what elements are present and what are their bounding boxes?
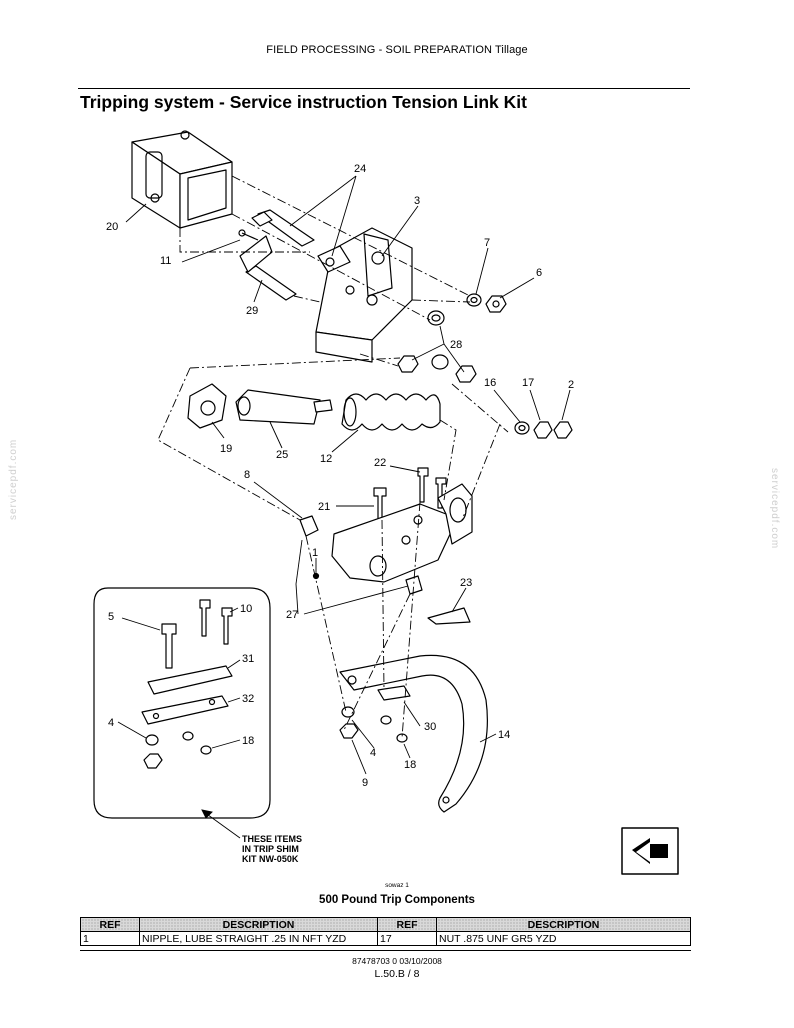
figure-id: sowaz 1: [385, 882, 409, 889]
callout-8: 8: [244, 469, 250, 481]
bracket-3-part: [315, 227, 413, 363]
callout-2: 2: [568, 379, 574, 391]
col-header-ref: REF: [80, 917, 140, 932]
callout-17: 17: [522, 377, 534, 389]
trip-body-part: [299, 483, 473, 595]
shank-14-part: [339, 654, 488, 813]
col-header-description-2: DESCRIPTION: [436, 917, 691, 932]
page-header: FIELD PROCESSING - SOIL PREPARATION Till…: [266, 44, 528, 56]
callout-31: 31: [242, 653, 254, 665]
nut-washer-set-upper: [397, 293, 507, 383]
table-header-row: REF DESCRIPTION REF DESCRIPTION: [80, 917, 691, 932]
bolt-24-part: [251, 209, 315, 247]
callout-18-inset: 18: [242, 735, 254, 747]
callout-10: 10: [240, 603, 252, 615]
footer-rule: [80, 950, 691, 951]
table-row: 1 NIPPLE, LUBE STRAIGHT .25 IN NFT YZD 1…: [80, 931, 691, 946]
cell-ref-2: 17: [377, 931, 437, 946]
cell-description-2: NUT .875 UNF GR5 YZD: [436, 931, 691, 946]
callout-1: 1: [312, 547, 318, 559]
col-header-description: DESCRIPTION: [139, 917, 378, 932]
parts-table: REF DESCRIPTION REF DESCRIPTION 1 NIPPLE…: [80, 917, 691, 946]
callout-3: 3: [414, 195, 420, 207]
col-header-ref-2: REF: [377, 917, 437, 932]
page-number: L.50.B / 8: [374, 968, 420, 980]
callout-30: 30: [424, 721, 436, 733]
callout-28: 28: [450, 339, 462, 351]
callout-6: 6: [536, 267, 542, 279]
callout-16: 16: [484, 377, 496, 389]
cell-ref: 1: [80, 931, 140, 946]
callout-7: 7: [484, 237, 490, 249]
callout-5: 5: [108, 611, 114, 623]
callout-11: 11: [160, 255, 171, 267]
shim-30-part: [339, 685, 411, 743]
header-rule: [78, 88, 690, 89]
mount-bracket-part: [131, 130, 233, 229]
callout-12: 12: [320, 453, 332, 465]
callout-23: 23: [460, 577, 472, 589]
page-title: Tripping system - Service instruction Te…: [80, 92, 527, 112]
callout-25: 25: [276, 449, 288, 461]
pin-29-part: [238, 229, 297, 301]
callout-27: 27: [286, 609, 298, 621]
callout-4-inset: 4: [108, 717, 114, 729]
doc-id: 87478703 0 03/10/2008: [352, 956, 442, 966]
kit-inset-box: [93, 587, 271, 819]
callout-20: 20: [106, 221, 118, 233]
kit-note-line-1: THESE ITEMS: [242, 834, 302, 844]
callout-18: 18: [404, 759, 416, 771]
cell-description: NIPPLE, LUBE STRAIGHT .25 IN NFT YZD: [139, 931, 378, 946]
callout-24: 24: [354, 163, 366, 175]
callout-22: 22: [374, 457, 386, 469]
callout-19: 19: [220, 443, 232, 455]
callout-21: 21: [318, 501, 330, 513]
callout-9: 9: [362, 777, 368, 789]
figure-caption: 500 Pound Trip Components: [319, 894, 475, 906]
nut-washer-set-right: [514, 421, 573, 439]
kit-note-line-2: IN TRIP SHIM: [242, 844, 299, 854]
kit-note-line-3: KIT NW-050K: [242, 854, 299, 864]
wedge-23-part: [427, 607, 471, 625]
next-page-arrow-icon: [621, 827, 679, 875]
callout-4: 4: [370, 747, 376, 759]
kit-note: THESE ITEMS IN TRIP SHIM KIT NW-050K: [242, 834, 302, 864]
callout-14: 14: [498, 729, 510, 741]
spring-assembly: [187, 383, 441, 431]
callout-29: 29: [246, 305, 258, 317]
callout-32: 32: [242, 693, 254, 705]
